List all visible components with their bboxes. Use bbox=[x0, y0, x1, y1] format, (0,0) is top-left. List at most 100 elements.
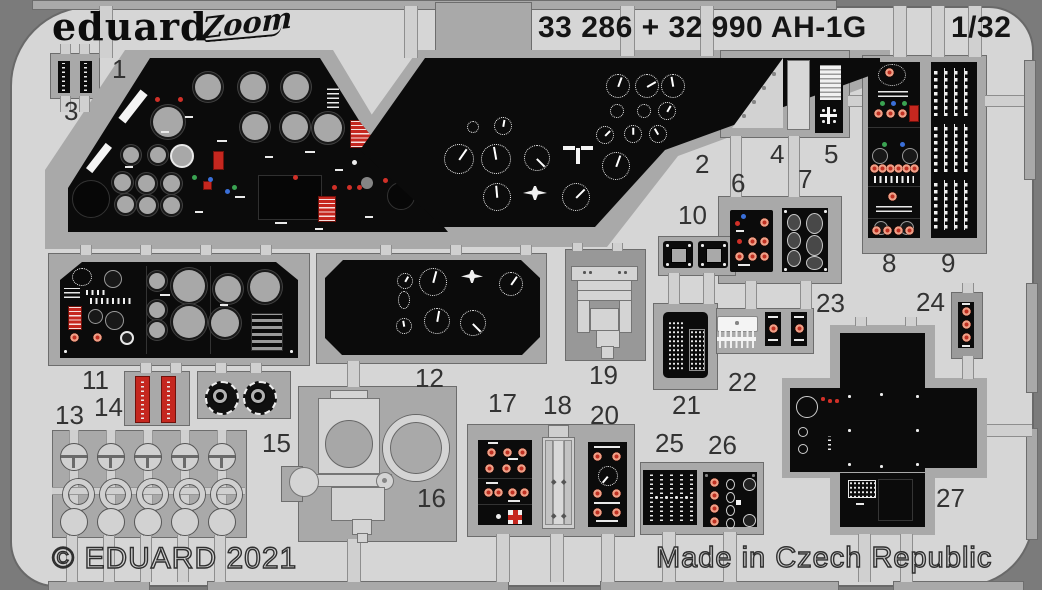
etched-label bbox=[596, 520, 618, 522]
fret-tab bbox=[520, 245, 532, 255]
knob bbox=[710, 478, 719, 487]
part-number-7: 7 bbox=[798, 164, 813, 194]
part-16-housing bbox=[289, 386, 455, 543]
data-placard bbox=[818, 63, 843, 102]
buckle bbox=[208, 443, 236, 471]
dial bbox=[397, 273, 413, 289]
dot-matrix-text bbox=[668, 321, 685, 371]
fret-tab bbox=[404, 6, 418, 58]
warning-placard bbox=[68, 306, 82, 330]
part-number-24: 24 bbox=[916, 287, 945, 317]
fret-tab bbox=[572, 243, 583, 251]
part-number-15: 15 bbox=[262, 428, 291, 458]
buckle bbox=[60, 443, 88, 471]
part-number-21: 21 bbox=[672, 390, 701, 420]
gauge bbox=[88, 309, 103, 324]
dial bbox=[658, 102, 676, 120]
part-number-26: 26 bbox=[708, 430, 737, 460]
fret-tab bbox=[987, 424, 1032, 437]
knob bbox=[760, 252, 769, 261]
knob bbox=[962, 333, 971, 342]
part-6-switch-panel bbox=[730, 210, 773, 272]
knob bbox=[710, 491, 719, 500]
knob bbox=[485, 464, 494, 473]
dial bbox=[878, 64, 906, 86]
part-3-strip bbox=[58, 61, 70, 93]
gauge-cutout bbox=[242, 114, 268, 140]
part-number-11: 11 bbox=[82, 365, 109, 395]
part-number-5: 5 bbox=[824, 139, 839, 169]
fret-tab bbox=[103, 535, 115, 582]
knob bbox=[795, 324, 804, 333]
fret-tab bbox=[80, 245, 92, 255]
fret-frame-bar bbox=[207, 581, 509, 590]
fret-tab bbox=[496, 534, 510, 582]
screw bbox=[848, 429, 851, 432]
etched-label bbox=[738, 264, 750, 266]
fret-tab bbox=[905, 317, 917, 326]
box-face-right bbox=[925, 388, 977, 468]
rivet-hole bbox=[742, 114, 746, 118]
screw bbox=[705, 474, 708, 477]
part-number-3: 3 bbox=[64, 96, 79, 126]
housing-disc bbox=[289, 467, 319, 497]
knob bbox=[93, 333, 102, 342]
fret-tab bbox=[550, 534, 564, 582]
vent-grille bbox=[251, 313, 283, 351]
box-face-center bbox=[840, 388, 925, 472]
screw bbox=[723, 244, 726, 247]
part-3-strip bbox=[80, 61, 92, 93]
etched-label bbox=[736, 230, 744, 232]
indicator-dot bbox=[735, 221, 740, 226]
knob bbox=[962, 320, 971, 329]
fret-tab bbox=[700, 6, 714, 56]
screw bbox=[701, 244, 704, 247]
oval-cutout bbox=[787, 250, 801, 267]
knob bbox=[612, 489, 621, 498]
fret-tab bbox=[985, 95, 1024, 107]
indicator-dot bbox=[192, 175, 197, 180]
etched-label bbox=[508, 500, 520, 502]
gauge-cutout bbox=[173, 270, 205, 302]
screw bbox=[752, 474, 755, 477]
knob bbox=[517, 464, 526, 473]
red-cross bbox=[508, 515, 522, 520]
knob bbox=[905, 226, 914, 235]
part-22-comb-placard bbox=[717, 316, 758, 350]
part-8-side-console bbox=[868, 62, 920, 238]
dial bbox=[460, 310, 486, 336]
knob bbox=[894, 164, 903, 173]
gauge-outline bbox=[796, 396, 818, 418]
fret-tab bbox=[612, 243, 623, 251]
fret-tab bbox=[170, 363, 182, 373]
screw bbox=[666, 263, 669, 266]
etched-label bbox=[335, 169, 343, 171]
screw bbox=[666, 244, 669, 247]
gauge-cutout bbox=[114, 174, 131, 191]
part-26-knob-panel bbox=[703, 472, 757, 529]
indicator-dot bbox=[821, 397, 825, 401]
indicator-dot bbox=[675, 496, 678, 499]
panel-seam bbox=[868, 127, 920, 128]
fret-tab bbox=[601, 534, 615, 582]
part-17-switch-panel bbox=[478, 440, 532, 525]
indicator-dot bbox=[665, 496, 668, 499]
part-24-knob-strip bbox=[958, 302, 974, 348]
gauge bbox=[105, 311, 124, 330]
gauge-cutout bbox=[283, 74, 309, 100]
etched-markings bbox=[650, 474, 653, 521]
indicator-dot bbox=[828, 399, 832, 403]
fret-frame-bar bbox=[893, 581, 1024, 590]
part-20-control-panel bbox=[588, 442, 627, 527]
screw bbox=[64, 350, 67, 353]
knob bbox=[898, 109, 907, 118]
fret-tab bbox=[177, 535, 189, 582]
made-in-text: Made in Czech Republic bbox=[655, 542, 993, 574]
fret-tab bbox=[215, 363, 227, 373]
etched-markings bbox=[327, 88, 339, 108]
dial bbox=[481, 144, 511, 174]
indicator-dot bbox=[902, 101, 907, 106]
buckle bbox=[171, 443, 199, 471]
dial bbox=[635, 74, 659, 98]
dial bbox=[606, 74, 630, 98]
